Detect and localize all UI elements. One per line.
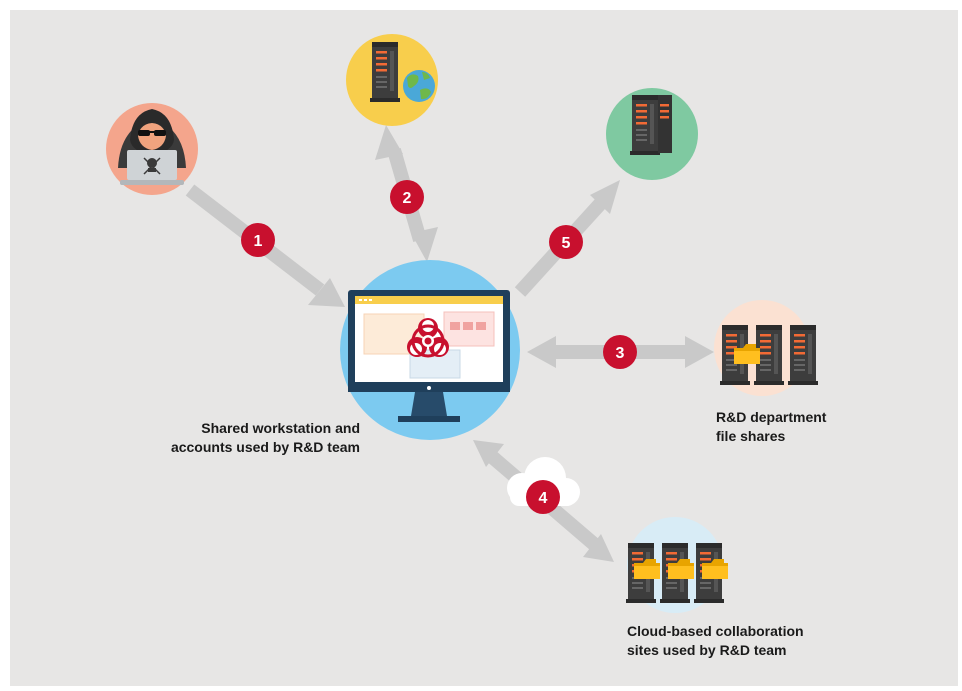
step-badge-1: 1 [241,223,275,257]
cloud-sites-label-line-1: Cloud-based collaboration [627,623,804,639]
web-server-globe-icon [370,42,435,102]
cloud-sites-node [626,517,728,613]
file-shares-label-line-2: file shares [716,428,786,444]
workstation-label-line-2: accounts used by R&D team [170,439,360,455]
server-icon [630,95,672,155]
exfil-server-node [606,88,698,180]
workstation-node [340,260,520,440]
step-badge-4: 4 [526,480,560,514]
monitor-biohazard-icon [348,290,510,422]
file-shares-label: R&D department file shares [716,408,916,446]
step-number: 4 [539,490,548,507]
file-server-folder-icon [720,325,818,385]
hooded-hacker-icon [118,109,186,185]
step-number: 3 [616,345,625,362]
cloud-sites-label: Cloud-based collaboration sites used by … [627,622,887,660]
step-number: 1 [254,233,263,250]
step-badge-5: 5 [549,225,583,259]
workstation-label: Shared workstation and accounts used by … [160,419,360,457]
step-number: 5 [562,235,571,252]
cloud-sites-label-line-2: sites used by R&D team [627,642,787,658]
web-server-node [346,34,438,126]
step-badge-3: 3 [603,335,637,369]
attacker-node [106,103,198,195]
step-number: 2 [403,190,412,207]
workstation-label-line-1: Shared workstation and [201,420,360,436]
step-badge-2: 2 [390,180,424,214]
file-shares-node [714,300,818,396]
file-shares-label-line-1: R&D department [716,409,827,425]
cloud-file-server-icon [626,543,728,603]
